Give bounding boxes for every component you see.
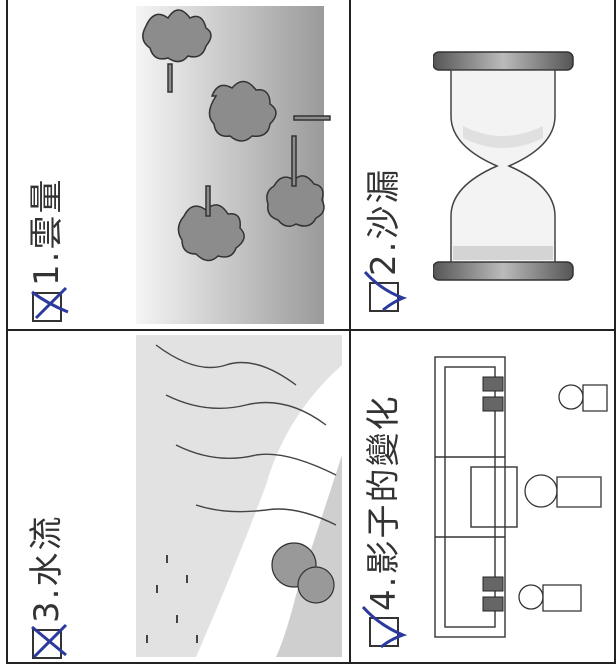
label-text-shadow: 4.影子的變化 (364, 394, 404, 611)
checkbox-clouds[interactable] (31, 286, 69, 322)
check-mark-icon (361, 606, 408, 649)
sundial-illustration (434, 356, 608, 638)
checkbox-hourglass[interactable] (363, 271, 408, 312)
checkbox-shadow[interactable] (361, 606, 408, 649)
cross-mark-icon (31, 286, 69, 320)
label-text-stream: 3.水流 (27, 514, 67, 623)
label-text-clouds: 1.雲量 (27, 177, 67, 286)
hourglass-illustration (433, 51, 574, 281)
cell-shadow: 4.影子的變化 (351, 331, 614, 664)
clouds-illustration (136, 6, 331, 324)
stream-illustration (136, 335, 342, 657)
cell-hourglass: 2.沙漏 (351, 0, 614, 329)
label-text-hourglass: 2.沙漏 (364, 167, 404, 276)
checkbox-stream[interactable] (31, 623, 68, 659)
grid-divider-horizontal (6, 329, 616, 331)
cross-mark-icon (31, 623, 68, 659)
option-label-stream: 3.水流 (27, 514, 68, 659)
option-label-shadow: 4.影子的變化 (361, 394, 408, 649)
option-label-hourglass: 2.沙漏 (363, 167, 408, 312)
answer-grid (6, 0, 616, 664)
cell-stream: 3.水流 (8, 331, 349, 664)
grid-divider-vertical (349, 0, 351, 664)
cell-clouds: 1.雲量 (8, 0, 349, 329)
check-mark-icon (363, 271, 408, 312)
option-label-clouds: 1.雲量 (27, 177, 69, 322)
